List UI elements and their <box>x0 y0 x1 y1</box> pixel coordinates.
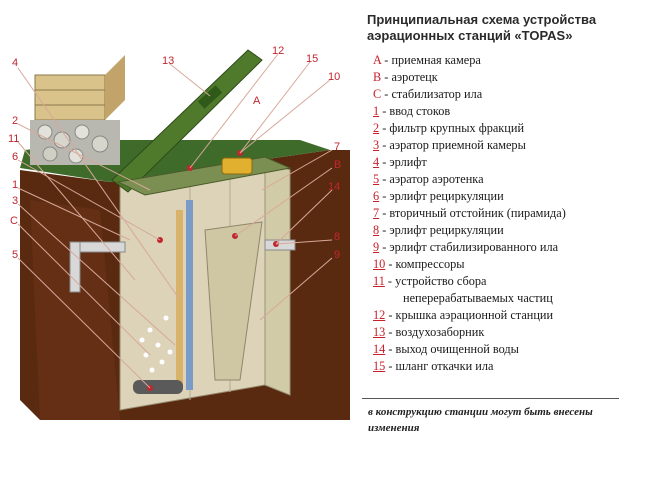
label-5: 5 <box>12 249 18 261</box>
label-6: 6 <box>12 151 18 163</box>
tank-right-side <box>264 159 291 396</box>
legend-item: 7 - вторичный отстойник (пирамида) <box>373 206 566 220</box>
legend-item: 4 - эрлифт <box>373 155 427 169</box>
legend-item: 13 - воздухозаборник <box>373 325 485 339</box>
footnote: в конструкцию станции могут быть внесены… <box>368 406 593 434</box>
compressor-unit <box>221 157 253 175</box>
bottom-aerator <box>133 380 183 394</box>
legend-item: 14 - выход очищенной воды <box>373 342 519 356</box>
stone-wall-top <box>34 74 106 121</box>
aeration-bubbles <box>139 315 173 373</box>
airlift-yellow <box>176 210 183 385</box>
label-8: 8 <box>334 231 340 243</box>
legend-item: 3 - аэратор приемной камеры <box>373 138 526 152</box>
legend-item: A - приемная камера <box>373 53 481 67</box>
legend-item: C - стабилизатор ила <box>373 87 483 101</box>
label-11: 11 <box>8 133 19 145</box>
legend-item: 9 - эрлифт стабилизированного ила <box>373 240 559 254</box>
soil-texture <box>30 200 120 420</box>
legend-item: 5 - аэратор аэротенка <box>373 172 484 186</box>
station-diagram: 13 12 15 10 4 A 2 11 6 7 B 14 1 3 C 8 9 … <box>8 45 350 420</box>
legend-item: 6 - эрлифт рециркуляции <box>373 189 504 203</box>
stone-wall-side <box>105 55 125 120</box>
label-c: C <box>10 215 18 227</box>
label-1: 1 <box>12 179 18 191</box>
label-2: 2 <box>12 115 18 127</box>
diagram-title: Принципиальная схема устройства аэрацион… <box>367 12 597 43</box>
station-lid <box>111 49 263 193</box>
label-12: 12 <box>272 45 284 57</box>
label-3: 3 <box>12 195 18 207</box>
air-intake <box>197 85 223 109</box>
label-15: 15 <box>306 53 318 65</box>
label-7: 7 <box>334 141 340 153</box>
legend-item: 12 - крышка аэрационной станции <box>373 308 554 322</box>
legend-item: 15 - шланг откачки ила <box>373 359 494 373</box>
legend-item: 1 - ввод стоков <box>373 104 451 118</box>
legend-item: 8 - эрлифт рециркуляции <box>373 223 504 237</box>
label-9: 9 <box>334 249 340 261</box>
label-14: 14 <box>328 181 340 193</box>
divider-line <box>362 398 619 399</box>
legend-item: B - аэротецк <box>373 70 438 84</box>
secondary-settler <box>204 221 263 381</box>
airlift-blue <box>186 200 193 390</box>
label-b: B <box>334 159 341 171</box>
legend-list: A - приемная камера B - аэротецк C - ста… <box>373 52 645 375</box>
label-4: 4 <box>12 57 18 69</box>
legend-item: 10 - компрессоры <box>373 257 465 271</box>
label-a: A <box>253 95 261 107</box>
label-10: 10 <box>328 71 340 83</box>
label-13: 13 <box>162 55 174 67</box>
legend-item: 2 - фильтр крупных фракций <box>373 121 525 135</box>
outlet-pipe <box>264 239 296 251</box>
